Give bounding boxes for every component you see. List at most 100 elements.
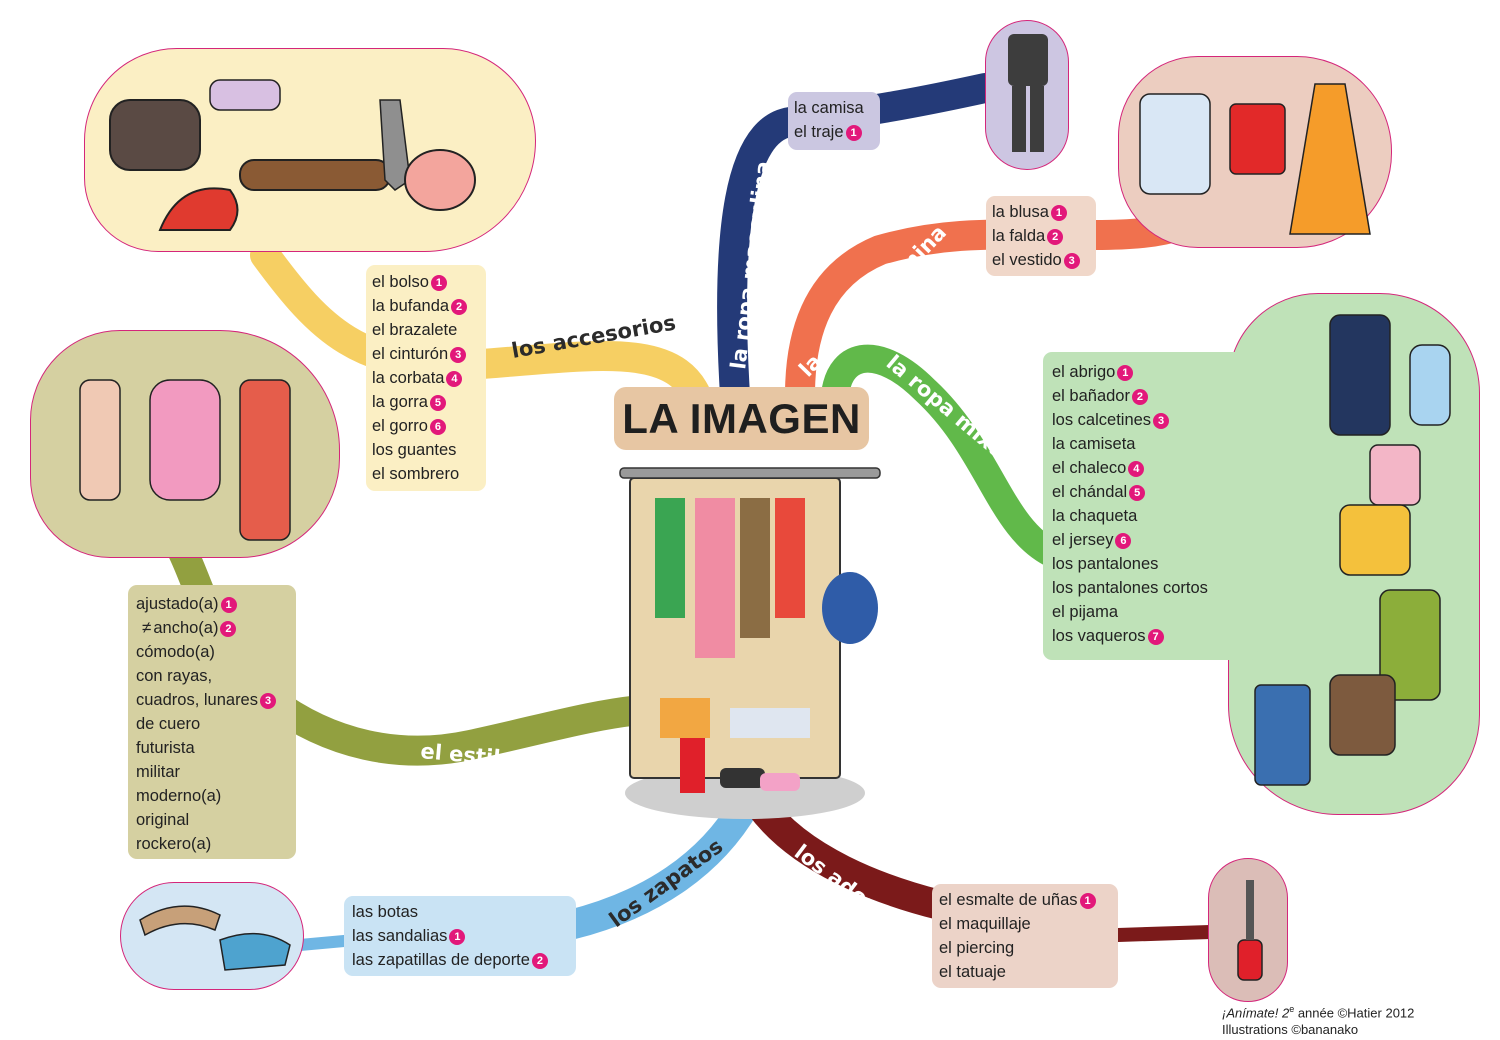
label-mixta: la ropa mixta (882, 350, 1018, 469)
zapatos-item-text: las botas (352, 903, 419, 921)
adornos-item: el maquillaje (939, 912, 1111, 936)
estilo-icons (79, 379, 291, 541)
mixta-icons (1254, 314, 1451, 786)
mixta-item-text: los calcetines (1052, 411, 1152, 429)
estilo-item-text: cómodo(a) (136, 643, 215, 661)
number-badge: 1 (1050, 205, 1067, 221)
zapatos-item: las botas (352, 900, 568, 924)
tight-outfit-icon (79, 379, 121, 501)
estilo-item-text: cuadros, lunares (136, 691, 258, 709)
coat-icon (1329, 314, 1391, 436)
label-zapatos: los zapatos (605, 834, 728, 932)
nail-polish-icon (1237, 880, 1263, 981)
number-badge: 1 (449, 929, 466, 945)
number-badge: 2 (1131, 389, 1148, 405)
number-badge: 6 (1115, 533, 1132, 549)
zapatos-illustration-bubble (120, 882, 304, 990)
branch-masculina (717, 73, 1000, 410)
estilo-item: cómodo(a) (136, 640, 288, 664)
adornos-item-text: el maquillaje (939, 915, 1031, 933)
mixta-item: el pijama (1052, 600, 1249, 624)
number-badge: 5 (1129, 485, 1146, 501)
number-badge: 1 (845, 125, 862, 141)
branch-mixta (821, 344, 1069, 569)
number-badge: 1 (1079, 893, 1096, 909)
accesorios-item-text: el gorro (372, 417, 428, 435)
jeans-icon (1254, 684, 1311, 786)
branch-adornos-tail (1111, 925, 1217, 942)
accesorios-item-text: los guantes (372, 441, 457, 459)
beanie-icon (404, 149, 476, 211)
mixta-item-text: el chándal (1052, 483, 1128, 501)
estilo-item-text: ancho(a) (153, 619, 219, 637)
accesorios-item: los guantes (372, 438, 480, 462)
sweater-icon (1329, 674, 1396, 756)
femenina-icons (1139, 83, 1371, 235)
accesorios-item-text: el cinturón (372, 345, 449, 363)
mixta-item-text: el chaleco (1052, 459, 1127, 477)
mixta-item-text: el pijama (1052, 603, 1119, 621)
credits-line-1: ¡Anímate! 2e année ©Hatier 2012 (1222, 1004, 1415, 1021)
masculina-item-text: la camisa (794, 99, 864, 117)
wardrobe-icon (619, 467, 881, 819)
estilo-item: ajustado(a)1 (136, 592, 288, 616)
estilo-item: futurista (136, 736, 288, 760)
estilo-item-text: futurista (136, 739, 195, 757)
estilo-item: militar (136, 760, 288, 784)
dress-icon (1289, 83, 1371, 235)
bag-icon (109, 99, 201, 171)
adornos-item-text: el piercing (939, 939, 1015, 957)
sandal-icon (139, 905, 221, 937)
number-badge: 2 (451, 299, 468, 315)
mixta-item-text: el bañador (1052, 387, 1130, 405)
estilo-item: ≠ancho(a)2 (136, 616, 288, 640)
tracksuit-icon (1379, 589, 1441, 701)
jacket-icon (1339, 504, 1411, 576)
estilo-item-text: rockero(a) (136, 835, 212, 853)
estilo-item-text: moderno(a) (136, 787, 222, 805)
femenina-item-text: la blusa (992, 203, 1049, 221)
estilo-item-text: ajustado(a) (136, 595, 219, 613)
number-badge: 5 (429, 395, 446, 411)
zapatos-item-text: las zapatillas de deporte (352, 951, 530, 969)
mixta-item-text: el jersey (1052, 531, 1114, 549)
zapatos-icons (139, 905, 291, 971)
branch-zapatos-main (555, 790, 760, 940)
mixta-item-text: la chaqueta (1052, 507, 1138, 525)
adornos-item: el piercing (939, 936, 1111, 960)
accesorios-item-text: la corbata (372, 369, 445, 387)
number-badge: 7 (1147, 629, 1164, 645)
femenina-item-text: la falda (992, 227, 1046, 245)
not-equal-symbol: ≠ (142, 618, 152, 637)
accesorios-item-text: la gorra (372, 393, 428, 411)
skirt-icon (1229, 103, 1286, 175)
mixta-item-text: los vaqueros (1052, 627, 1146, 645)
accesorios-item-text: el sombrero (372, 465, 460, 483)
mixta-item-text: los pantalones cortos (1052, 579, 1208, 597)
accesorios-icons (109, 79, 476, 231)
estilo-item-text: original (136, 811, 190, 829)
estilo-item: de cuero (136, 712, 288, 736)
tie-icon (379, 99, 411, 191)
wide-outfit-icon (149, 379, 221, 501)
mixta-item-text: el abrigo (1052, 363, 1116, 381)
mixta-item: los pantalones (1052, 552, 1249, 576)
number-badge: 2 (1047, 229, 1064, 245)
scarf-icon (209, 79, 281, 111)
mixta-item: los pantalones cortos (1052, 576, 1249, 600)
